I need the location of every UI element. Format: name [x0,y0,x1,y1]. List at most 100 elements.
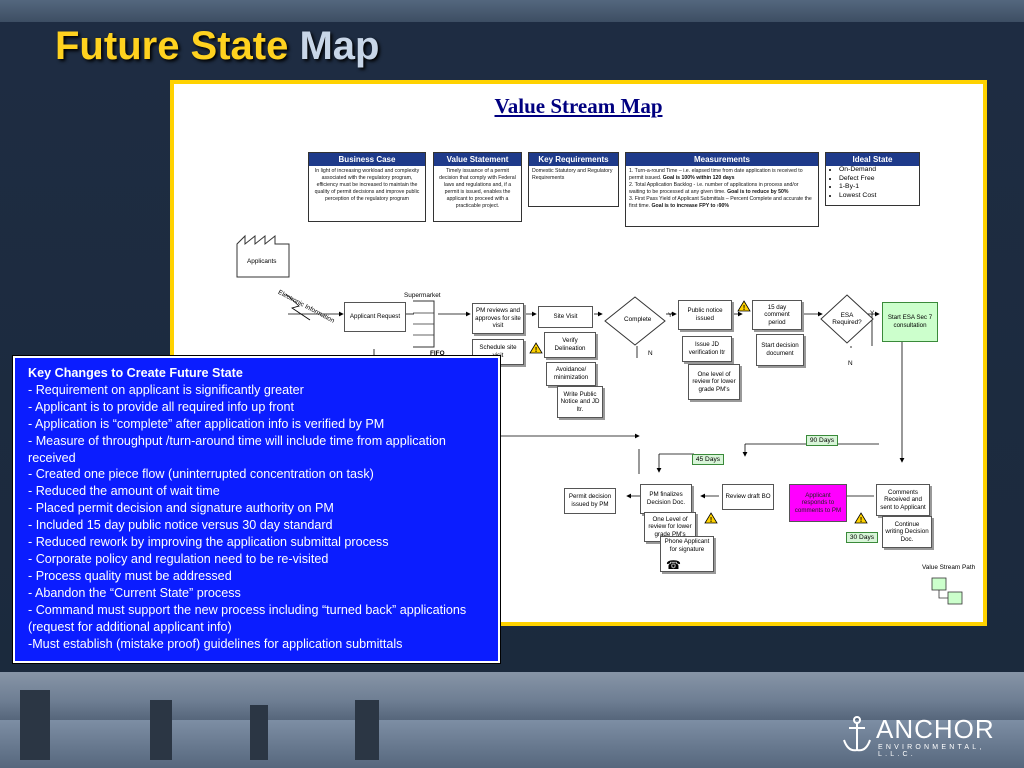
value-stream-map-frame: Value Stream Map Business Case In light … [170,80,987,626]
pm-reviews-box: PM reviews and approves for site visit [472,303,524,334]
esa-no-label: N [848,360,853,367]
applicant-request-box: Applicant Request [344,302,406,332]
warning-icon: ! [737,300,751,312]
key-change-item: - Abandon the “Current State” process [28,585,241,600]
pier-post [250,705,268,760]
days-30-badge: 30 Days [846,532,878,543]
issue-jd-box: Issue JD verification ltr [682,336,732,362]
esa-required-diamond [820,294,874,344]
measurements-heading: Measurements [626,153,818,166]
supermarket-label: Supermarket [404,292,441,299]
phone-applicant-box: Phone Applicant for signature [660,536,714,572]
measurement-2: 2. Total Application Backlog - i.e. numb… [629,182,799,195]
pier-post [20,690,50,760]
key-change-item: - Placed permit decision and signature a… [28,501,334,516]
anchor-logo: ANCHOR ENVIRONMENTAL, L.L.C. [840,712,1012,762]
anchor-icon [843,716,871,752]
fifo-label: FIFO [430,350,445,357]
electronic-info-arrow [285,293,311,321]
comments-received-box: Comments Received and sent to Applicant [876,484,930,516]
key-change-item: -Must establish (mistake proof) guidelin… [28,636,403,651]
complete-yes-label: Y [668,312,673,319]
key-requirements-text: Domestic Statutory and Regulatory Requir… [532,168,613,181]
esa-required-label: ESA Required? [832,312,862,326]
business-case-box: Business Case In light of increasing wor… [308,152,426,222]
key-changes-heading: Key Changes to Create Future State [28,366,243,380]
write-public-notice-box: Write Public Notice and JD ltr. [557,386,603,418]
key-changes-panel: Key Changes to Create Future State - Req… [12,355,501,664]
pm-finalizes-box: PM finalizes Decision Doc. [640,484,692,514]
warning-icon: ! [529,342,543,354]
fifteen-day-comment-box: 15 day comment period [752,300,802,330]
days-90-badge: 90 Days [806,435,838,446]
value-stream-map: Value Stream Map Business Case In light … [174,84,983,622]
title-future-state: Future State [55,24,289,68]
measurement-3: 3. First Pass Yield of Applicant Submitt… [629,196,812,209]
esa-yes-label: Y [870,310,875,317]
ideal-state-list: On-Demand Defect Free 1-By-1 Lowest Cost [826,166,919,200]
measurements-box: Measurements 1. Turn-a-round Time – i.e.… [625,152,819,227]
complete-no-label: N [648,350,653,357]
ideal-state-heading: Ideal State [826,153,919,166]
ideal-state-item: Lowest Cost [839,192,919,201]
logo-subtitle: ENVIRONMENTAL, L.L.C. [878,744,985,758]
slide-title: Future State Map [55,24,379,69]
complete-decision-diamond [604,296,666,346]
key-change-item: - Reduced the amount of wait time [28,484,220,499]
measurement-2-goal: Goal is to reduce by 50% [727,189,789,195]
verify-delineation-box: Verify Delineation [544,332,596,358]
warning-icon: ! [854,512,868,524]
measurements-text: 1. Turn-a-round Time – i.e. elapsed time… [626,166,818,212]
applicants-label: Applicants [247,258,277,265]
flow-connectors [285,293,905,499]
avoidance-minimization-box: Avoidance/ minimization [546,362,596,386]
value-stream-path-icon [931,577,963,605]
phone-applicant-label: Phone Applicant for signature [664,538,710,553]
top-bar [0,0,1024,22]
key-change-item: - Measure of throughput /turn-around tim… [28,433,446,465]
svg-text:!: ! [860,517,862,524]
key-change-item: - Applicant is to provide all required i… [28,399,295,414]
svg-text:!: ! [743,305,745,312]
svg-text:!: ! [535,347,537,354]
key-change-item: - Command must support the new process i… [28,602,467,634]
key-requirements-heading: Key Requirements [529,153,618,166]
ideal-state-item: 1-By-1 [839,183,919,192]
supermarket-icon [413,300,435,348]
logo-name: ANCHOR [876,714,995,744]
complete-label: Complete [624,316,652,323]
start-esa-box: Start ESA Sec 7 consultation [882,302,938,342]
one-level-review-a-box: One level of review for lower grade PM's [688,364,740,400]
pier-post [150,700,172,760]
svg-text:!: ! [710,517,712,524]
start-decision-document-box: Start decision document [756,334,804,366]
ideal-state-box: Ideal State On-Demand Defect Free 1-By-1… [825,152,920,206]
key-change-item: - Process quality must be addressed [28,568,232,583]
permit-decision-box: Permit decision issued by PM [564,488,616,514]
review-draft-bo-box: Review draft BO [722,484,774,510]
business-case-heading: Business Case [309,153,425,166]
site-visit-box: Site Visit [538,306,593,328]
pier-post [355,700,379,760]
key-change-item: - Application is “complete” after applic… [28,416,385,431]
ideal-state-item: Defect Free [839,175,919,184]
applicant-responds-box: Applicant responds to comments to PM [789,484,847,522]
key-change-item: - Corporate policy and regulation need t… [28,551,329,566]
measurement-3-goal: Goal is to increase FPY to ›90% [651,203,729,209]
title-map: Map [299,24,380,68]
key-change-item: - Reduced rework by improving the applic… [28,535,389,550]
applicants-factory-icon [236,234,290,278]
value-stream-path-label: Value Stream Path [922,564,976,571]
vsm-title: Value Stream Map [494,94,663,118]
measurement-1: 1. Turn-a-round Time – i.e. elapsed time… [629,168,803,181]
value-statement-text: Timely issuance of a permit decision tha… [439,168,516,209]
measurement-1-goal: Goal is 100% within 120 days [662,175,735,181]
warning-icon: ! [704,512,718,524]
business-case-text: In light of increasing workload and comp… [314,168,420,202]
key-change-item: - Created one piece flow (uninterrupted … [28,467,374,482]
value-statement-heading: Value Statement [434,153,521,166]
key-change-item: - Included 15 day public notice versus 3… [28,518,333,533]
key-requirements-box: Key Requirements Domestic Statutory and … [528,152,619,207]
public-notice-issued-box: Public notice issued [678,300,732,330]
days-45-badge: 45 Days [692,454,724,465]
